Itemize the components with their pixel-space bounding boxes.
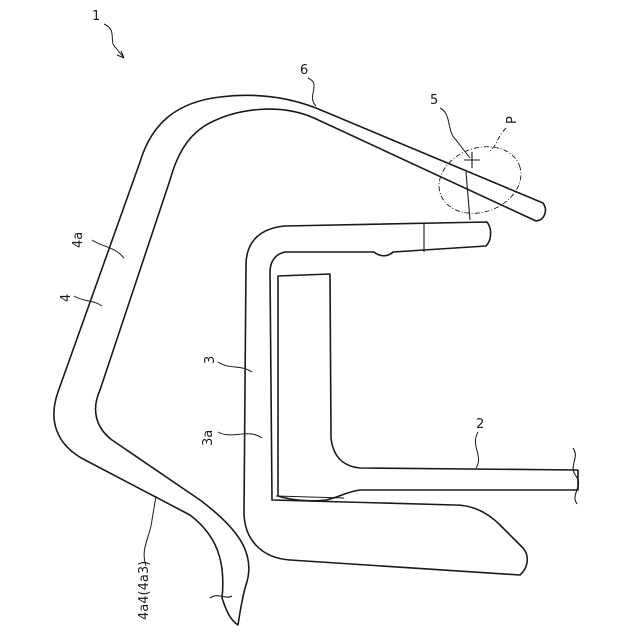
leader-4a: [92, 240, 124, 258]
label-point: 5: [430, 93, 438, 108]
leader-2: [475, 432, 478, 468]
label-p-region: P: [505, 116, 520, 124]
leader-3: [218, 362, 252, 372]
label-lip: 3: [203, 356, 218, 364]
label-seal-wall: 4a: [71, 232, 86, 248]
leader-p: [488, 128, 506, 152]
leader-6: [308, 78, 316, 106]
arrow-1: [116, 48, 124, 58]
label-lip-part: 3a: [201, 430, 216, 446]
leader-4: [74, 296, 102, 306]
label-seal: 4: [59, 294, 74, 302]
leader-1: [104, 24, 116, 48]
label-base: 2: [476, 417, 484, 432]
label-seal-end: 4a4(4a3): [137, 561, 152, 620]
leader-4a4: [144, 496, 156, 566]
point-5-marker: [464, 152, 480, 168]
leader-3a: [218, 432, 262, 438]
seal-outer-wall: [54, 95, 546, 625]
wall-break-line: [210, 596, 232, 598]
leader-5: [440, 108, 470, 158]
label-assembly: 1: [92, 9, 100, 24]
base-body: [278, 274, 578, 501]
label-cover: 6: [300, 63, 308, 78]
